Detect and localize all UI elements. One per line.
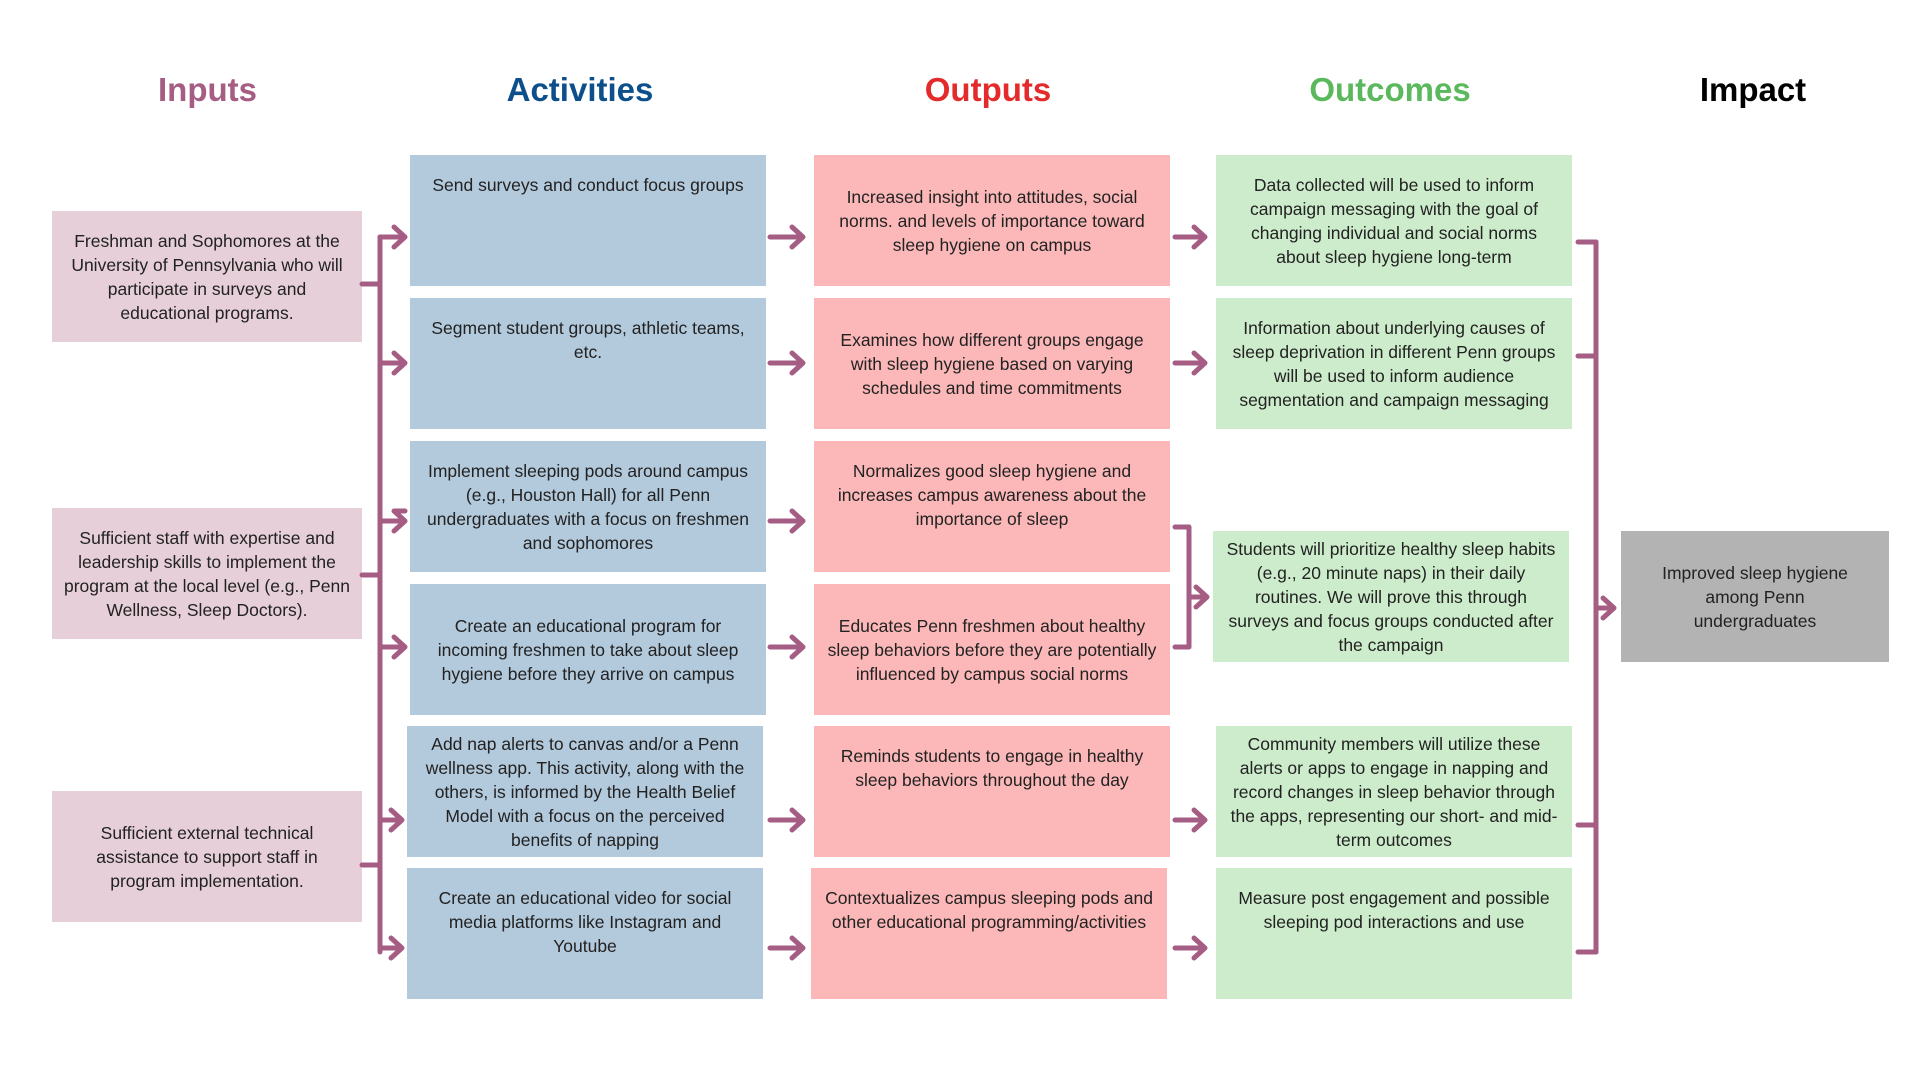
arrow-activity-output-3 <box>767 508 806 534</box>
impact-box: Improved sleep hygiene among Penn underg… <box>1621 531 1889 662</box>
outcome-text-prioritize-sleep: Students will prioritize healthy sleep h… <box>1226 538 1556 655</box>
output-text-reminds: Reminds students to engage in healthy sl… <box>840 746 1144 790</box>
output-box-contextualizes: Contextualizes campus sleeping pods and … <box>811 868 1167 999</box>
activity-box-segment: Segment student groups, athletic teams, … <box>410 298 766 429</box>
arrow-activity-output-5 <box>767 807 806 833</box>
arrow-to-activity-1 <box>377 224 408 250</box>
input-box-staff: Sufficient staff with expertise and lead… <box>52 508 362 639</box>
outcome-text-underlying-causes: Information about underlying causes of s… <box>1232 317 1556 410</box>
outcome-text-data-collected: Data collected will be used to inform ca… <box>1250 174 1538 267</box>
arrow-output-outcome-6 <box>1172 935 1208 961</box>
activity-box-nap-alerts: Add nap alerts to canvas and/or a Penn w… <box>407 726 763 857</box>
arrow-activity-output-1 <box>767 224 806 250</box>
header-outcomes: Outcomes <box>1309 71 1471 108</box>
header-activities: Activities <box>506 71 654 108</box>
outcome-box-measure-engagement: Measure post engagement and possible sle… <box>1216 868 1572 999</box>
input-text-participants: Freshman and Sophomores at the Universit… <box>71 230 343 323</box>
activity-text-educational-program: Create an educational program for incomi… <box>437 615 739 684</box>
output-box-insight: Increased insight into attitudes, social… <box>814 155 1170 286</box>
input-text-technical-assistance: Sufficient external technical assistance… <box>96 822 318 891</box>
output-text-contextualizes: Contextualizes campus sleeping pods and … <box>825 888 1153 932</box>
activity-box-sleeping-pods: Implement sleeping pods around campus (e… <box>410 441 766 572</box>
outcome-box-prioritize-sleep: Students will prioritize healthy sleep h… <box>1213 531 1569 662</box>
input-text-staff: Sufficient staff with expertise and lead… <box>64 527 350 620</box>
header-impact: Impact <box>1699 71 1807 108</box>
impact-text: Improved sleep hygiene among Penn underg… <box>1662 562 1848 631</box>
output-box-reminds: Reminds students to engage in healthy sl… <box>814 726 1170 857</box>
arrow-output-outcome-1 <box>1172 224 1208 250</box>
activity-box-surveys: Send surveys and conduct focus groups <box>410 155 766 286</box>
output-text-normalizes: Normalizes good sleep hygiene and increa… <box>837 461 1147 529</box>
activity-text-nap-alerts: Add nap alerts to canvas and/or a Penn w… <box>425 733 745 850</box>
arrow-output-outcome-5 <box>1172 807 1208 833</box>
input-box-technical-assistance: Sufficient external technical assistance… <box>52 791 362 922</box>
arrow-to-impact <box>1593 595 1617 621</box>
outcome-text-measure-engagement: Measure post engagement and possible sle… <box>1238 888 1550 932</box>
outcome-box-data-collected: Data collected will be used to inform ca… <box>1216 155 1572 286</box>
outcome-box-community-alerts: Community members will utilize these ale… <box>1216 726 1572 857</box>
output-box-educates-freshmen: Educates Penn freshmen about healthy sle… <box>814 584 1170 715</box>
activity-text-segment: Segment student groups, athletic teams, … <box>431 318 745 362</box>
arrow-activity-output-2 <box>767 350 806 376</box>
arrow-activity-output-6 <box>767 935 806 961</box>
activity-box-educational-video: Create an educational video for social m… <box>407 868 763 999</box>
arrow-activity-output-4 <box>767 634 806 660</box>
arrow-output-outcome-2 <box>1172 350 1208 376</box>
output-box-examines-groups: Examines how different groups engage wit… <box>814 298 1170 429</box>
output-box-normalizes: Normalizes good sleep hygiene and increa… <box>814 441 1170 572</box>
activity-text-surveys: Send surveys and conduct focus groups <box>432 175 744 195</box>
arrow-to-activity-6 <box>377 935 405 961</box>
activity-text-sleeping-pods: Implement sleeping pods around campus (e… <box>427 460 749 553</box>
arrow-to-activity-4 <box>377 634 408 660</box>
header-outputs: Outputs <box>924 71 1052 108</box>
arrow-output-outcome-3 <box>1186 584 1210 610</box>
output-text-examines-groups: Examines how different groups engage wit… <box>840 329 1144 398</box>
connector-outputs-3-4-bracket <box>1172 524 1192 650</box>
outcome-box-underlying-causes: Information about underlying causes of s… <box>1216 298 1572 429</box>
arrow-to-activity-3 <box>377 508 408 534</box>
arrow-to-activity-5 <box>377 807 405 833</box>
header-inputs: Inputs <box>158 71 257 108</box>
output-text-insight: Increased insight into attitudes, social… <box>839 186 1145 255</box>
output-text-educates-freshmen: Educates Penn freshmen about healthy sle… <box>827 615 1157 684</box>
activity-text-educational-video: Create an educational video for social m… <box>438 888 732 956</box>
input-box-participants: Freshman and Sophomores at the Universit… <box>52 211 362 342</box>
arrow-to-activity-2 <box>377 350 408 376</box>
activity-box-educational-program: Create an educational program for incomi… <box>410 584 766 715</box>
outcome-text-community-alerts: Community members will utilize these ale… <box>1230 733 1558 850</box>
